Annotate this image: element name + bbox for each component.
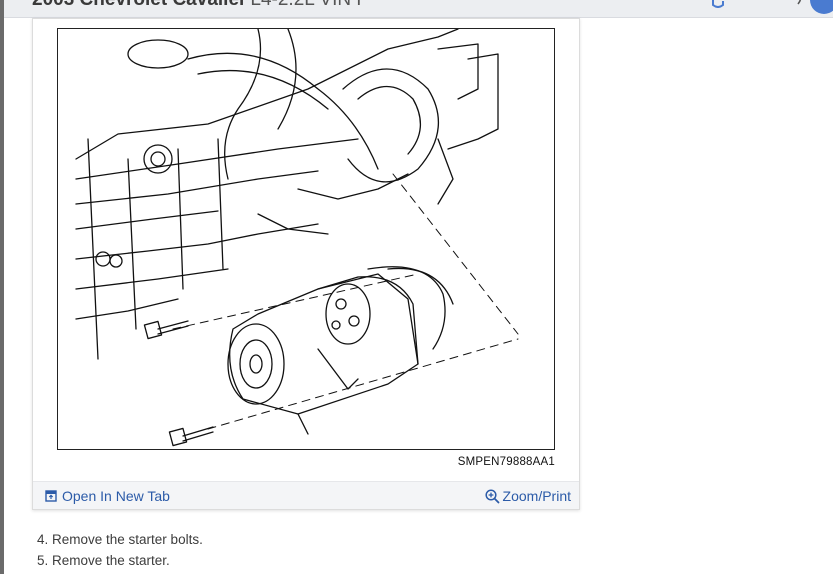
figure-card: SMPEN79888AA1 Open In New Tab Zoom/Print: [32, 18, 580, 510]
user-avatar[interactable]: [810, 0, 833, 14]
arrow-icon[interactable]: [794, 0, 806, 6]
open-new-tab-icon: [45, 490, 57, 502]
open-in-new-tab-button[interactable]: Open In New Tab: [45, 487, 170, 505]
open-in-new-tab-label: Open In New Tab: [62, 488, 170, 504]
vehicle-make-model: 2003 Chevrolet Cavalier: [32, 0, 246, 10]
zoom-print-label: Zoom/Print: [502, 488, 571, 504]
zoom-in-icon: [484, 488, 499, 503]
zoom-print-button[interactable]: Zoom/Print: [484, 486, 571, 506]
vehicle-engine: L4-2.2L VIN F: [250, 0, 368, 10]
left-border: [0, 0, 4, 574]
figure-toolbar: Open In New Tab Zoom/Print: [33, 481, 579, 509]
diagram-code: SMPEN79888AA1: [457, 456, 555, 468]
document-header: 2003 Chevrolet Cavalier L4-2.2L VIN F: [4, 0, 833, 18]
starter-diagram[interactable]: [57, 28, 555, 450]
starter-motor-illustration: [75, 29, 519, 447]
step-item: 5. Remove the starter.: [37, 553, 170, 568]
bookmark-icon[interactable]: [710, 0, 726, 8]
procedure-steps: 4. Remove the starter bolts. 5. Remove t…: [37, 531, 203, 573]
step-item: 4. Remove the starter bolts.: [37, 532, 203, 547]
vehicle-title: 2003 Chevrolet Cavalier L4-2.2L VIN F: [32, 0, 368, 12]
